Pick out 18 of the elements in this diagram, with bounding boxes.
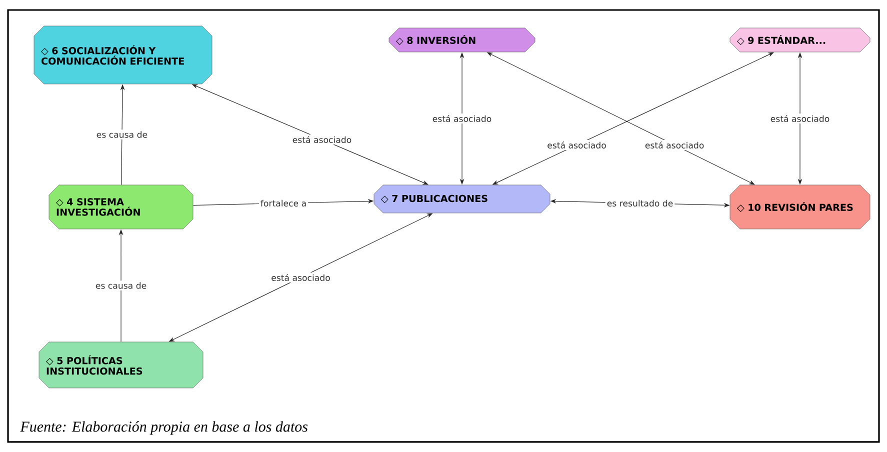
edge-label: está asociado xyxy=(432,115,492,122)
edge-label: está asociado xyxy=(272,274,330,281)
edge-label: está asociado xyxy=(770,115,830,122)
edge-label: es resultado de xyxy=(607,200,673,207)
caption: Fuente: Elaboración propia en base a los datos xyxy=(20,421,308,435)
edge-label: está asociado xyxy=(548,142,606,149)
concept-box: ◇ 8 INVERSIÓN xyxy=(388,28,536,52)
concept-box: ◇ 5 POLÍTICAS INSTITUCIONALES xyxy=(38,342,204,388)
concept-box: ◇ 7 PUBLICACIONES xyxy=(374,184,550,214)
edge-label: está asociado xyxy=(645,142,704,149)
edge-label: está asociado xyxy=(292,136,352,144)
concept-box: ◇ 4 SISTEMA INVESTIGACIÓN xyxy=(48,184,194,230)
concept-box: ◇ 10 REVISIÓN PARES xyxy=(730,184,870,230)
edge-label: es causa de xyxy=(96,131,148,138)
edge-label: fortalece a xyxy=(260,200,306,206)
concept-box: ◇ 9 ESTÁNDAR... xyxy=(730,28,870,52)
concept-box: ◇ 6 SOCIALIZACIÓN Y COMUNICACIÓN EFICIENTE xyxy=(34,26,212,84)
edge-label: es causa de xyxy=(96,282,146,289)
